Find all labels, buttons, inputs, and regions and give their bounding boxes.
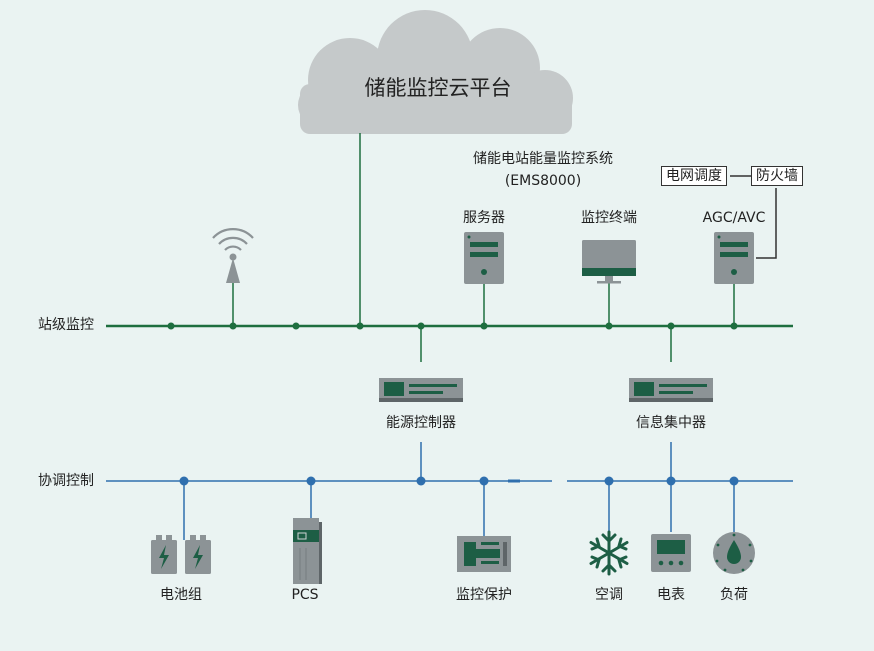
firewall-box: 防火墙 — [751, 166, 803, 186]
protection-board-icon — [457, 536, 511, 572]
battery-label: 电池组 — [160, 587, 202, 603]
antenna-icon — [212, 228, 254, 283]
coord-bus-label: 协调控制 — [38, 473, 94, 489]
protection-label: 监控保护 — [456, 587, 512, 603]
agc-server-icon — [714, 232, 754, 284]
controller-drop-lines — [420, 442, 672, 481]
ems-model: (EMS8000) — [504, 173, 582, 189]
server-label: 服务器 — [463, 210, 505, 226]
info-concentrator-label: 信息集中器 — [636, 415, 706, 431]
agc-label: AGC/AVC — [702, 210, 766, 226]
energy-controller-label: 能源控制器 — [386, 415, 456, 431]
load-label: 负荷 — [720, 587, 748, 603]
cloud-shape — [298, 10, 573, 134]
meter-icon — [651, 534, 691, 572]
load-dial-icon — [713, 532, 755, 574]
ems-title: 储能电站能量监控系统 — [473, 151, 613, 167]
station-bus-label: 站级监控 — [38, 317, 94, 333]
coord-drop-lines — [183, 481, 735, 540]
ac-label: 空调 — [595, 587, 623, 603]
monitor-icon — [582, 240, 636, 284]
cloud-title: 储能监控云平台 — [364, 76, 512, 100]
pcs-cabinet-icon — [293, 518, 322, 584]
server-icon — [464, 232, 504, 284]
energy-controller-icon — [379, 378, 463, 402]
pcs-label: PCS — [291, 587, 319, 603]
grid-dispatch-box: 电网调度 — [661, 166, 727, 186]
dispatch-connector — [730, 175, 777, 259]
terminal-label: 监控终端 — [581, 210, 637, 226]
battery-icon — [151, 535, 211, 574]
snowflake-icon — [589, 530, 629, 576]
info-concentrator-icon — [629, 378, 713, 402]
station-drop-lines — [232, 283, 735, 362]
meter-label: 电表 — [657, 587, 685, 603]
